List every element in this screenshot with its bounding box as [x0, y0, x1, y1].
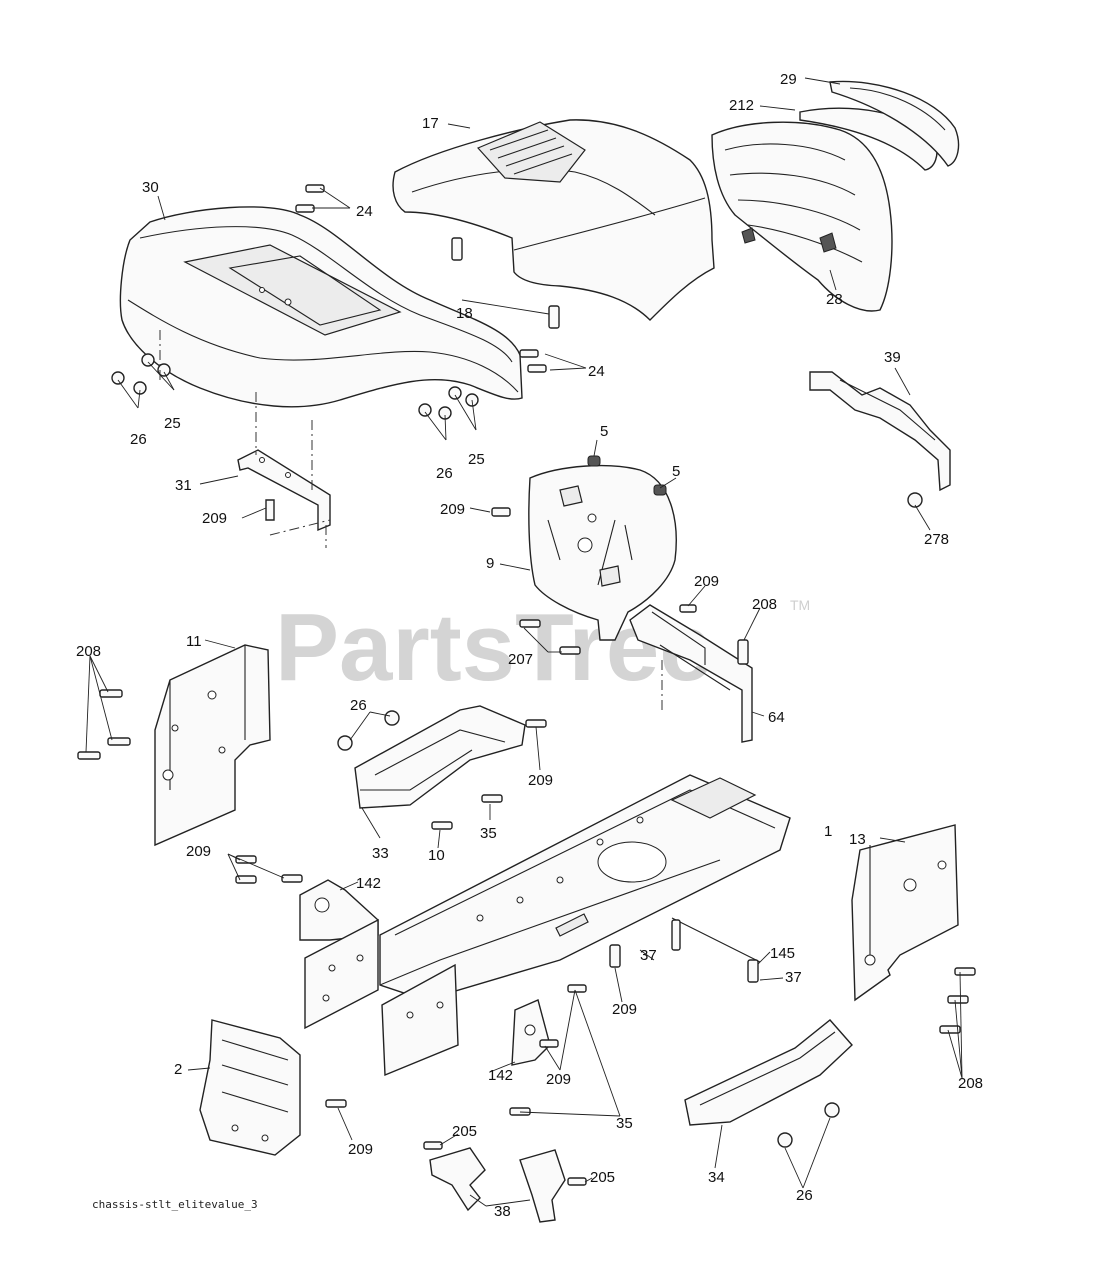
part-grille[interactable] [711, 121, 893, 312]
callout-9: 9 [486, 555, 494, 572]
watermark-trademark: TM [790, 597, 810, 613]
bolt-24-set[interactable] [295, 184, 547, 373]
callout-26-bottom: 26 [796, 1187, 813, 1204]
callout-209-f: 209 [612, 1001, 637, 1018]
part-side-panel-13[interactable] [851, 824, 976, 1034]
callout-34: 34 [708, 1169, 725, 1186]
callout-5-b: 5 [672, 463, 680, 480]
callout-278: 278 [924, 531, 949, 548]
callout-24-top: 24 [356, 203, 373, 220]
callout-64: 64 [768, 709, 785, 726]
part-bracket-31[interactable] [237, 392, 331, 548]
callout-209-a: 209 [202, 510, 227, 527]
part-seat-support-33[interactable] [337, 705, 547, 830]
callout-142-a: 142 [356, 875, 381, 892]
callout-17: 17 [422, 115, 439, 132]
fastener-set-mid[interactable] [418, 386, 479, 420]
callout-35-a: 35 [480, 825, 497, 842]
part-side-panel-11[interactable] [77, 644, 271, 847]
callout-24-mid: 24 [588, 363, 605, 380]
part-plate-142-upper[interactable] [235, 855, 379, 941]
part-footrest-34[interactable] [684, 1019, 853, 1148]
part-bracket-2[interactable] [199, 1019, 347, 1156]
callout-37-a: 37 [640, 947, 657, 964]
callout-25-left: 25 [164, 415, 181, 432]
callout-11: 11 [186, 633, 202, 650]
callout-38: 38 [494, 1203, 511, 1220]
part-rod-145[interactable] [609, 917, 761, 983]
part-hood-trim-29[interactable] [829, 80, 960, 167]
callout-209-d: 209 [528, 772, 553, 789]
part-bracket-39[interactable] [809, 371, 951, 508]
callout-29: 29 [780, 71, 797, 88]
callout-10: 10 [428, 847, 445, 864]
callout-26-mid: 26 [436, 465, 453, 482]
part-plate-142-lower[interactable] [509, 984, 587, 1116]
callout-37-b: 37 [785, 969, 802, 986]
leader-lines [85, 77, 963, 1207]
callout-28: 28 [826, 291, 843, 308]
callout-145: 145 [770, 945, 795, 962]
callout-208-right: 208 [958, 1075, 983, 1092]
callout-33: 33 [372, 845, 389, 862]
callout-207: 207 [508, 651, 533, 668]
callout-30: 30 [142, 179, 159, 196]
callout-209-h: 209 [348, 1141, 373, 1158]
callout-209-e: 209 [186, 843, 211, 860]
callout-208-a: 208 [752, 596, 777, 613]
part-dash-panel-9[interactable] [491, 455, 677, 655]
diagram-caption: chassis-stlt_elitevalue_3 [92, 1198, 258, 1211]
part-fender[interactable] [119, 206, 523, 408]
part-bracket-64[interactable] [629, 604, 753, 743]
callout-209-c: 209 [694, 573, 719, 590]
callout-5-a: 5 [600, 423, 608, 440]
callout-18: 18 [456, 305, 473, 322]
callout-31: 31 [175, 477, 192, 494]
part-pin-18[interactable] [451, 237, 560, 329]
callout-labels: 29 212 17 30 24 18 28 24 39 25 26 25 26 … [76, 71, 983, 1220]
callout-25-mid: 25 [468, 451, 485, 468]
fastener-set-left[interactable] [111, 330, 171, 395]
callout-39: 39 [884, 349, 901, 366]
part-brackets-38[interactable] [423, 1141, 587, 1223]
part-hood[interactable] [392, 119, 715, 321]
callout-1: 1 [824, 823, 832, 840]
callout-26-left: 26 [130, 431, 147, 448]
callout-205-a: 205 [452, 1123, 477, 1140]
callout-205-b: 205 [590, 1169, 615, 1186]
callout-2: 2 [174, 1061, 182, 1078]
callout-35-b: 35 [616, 1115, 633, 1132]
callout-212: 212 [729, 97, 754, 114]
callout-142-b: 142 [488, 1067, 513, 1084]
callout-13: 13 [849, 831, 866, 848]
callout-209-b: 209 [440, 501, 465, 518]
callout-209-g: 209 [546, 1071, 571, 1088]
watermark-brand: PartsTree [275, 594, 713, 701]
part-main-frame-1[interactable] [379, 774, 791, 1001]
callout-208-left: 208 [76, 643, 101, 660]
callout-26-seat: 26 [350, 697, 367, 714]
part-side-rail-left[interactable] [304, 918, 459, 1077]
